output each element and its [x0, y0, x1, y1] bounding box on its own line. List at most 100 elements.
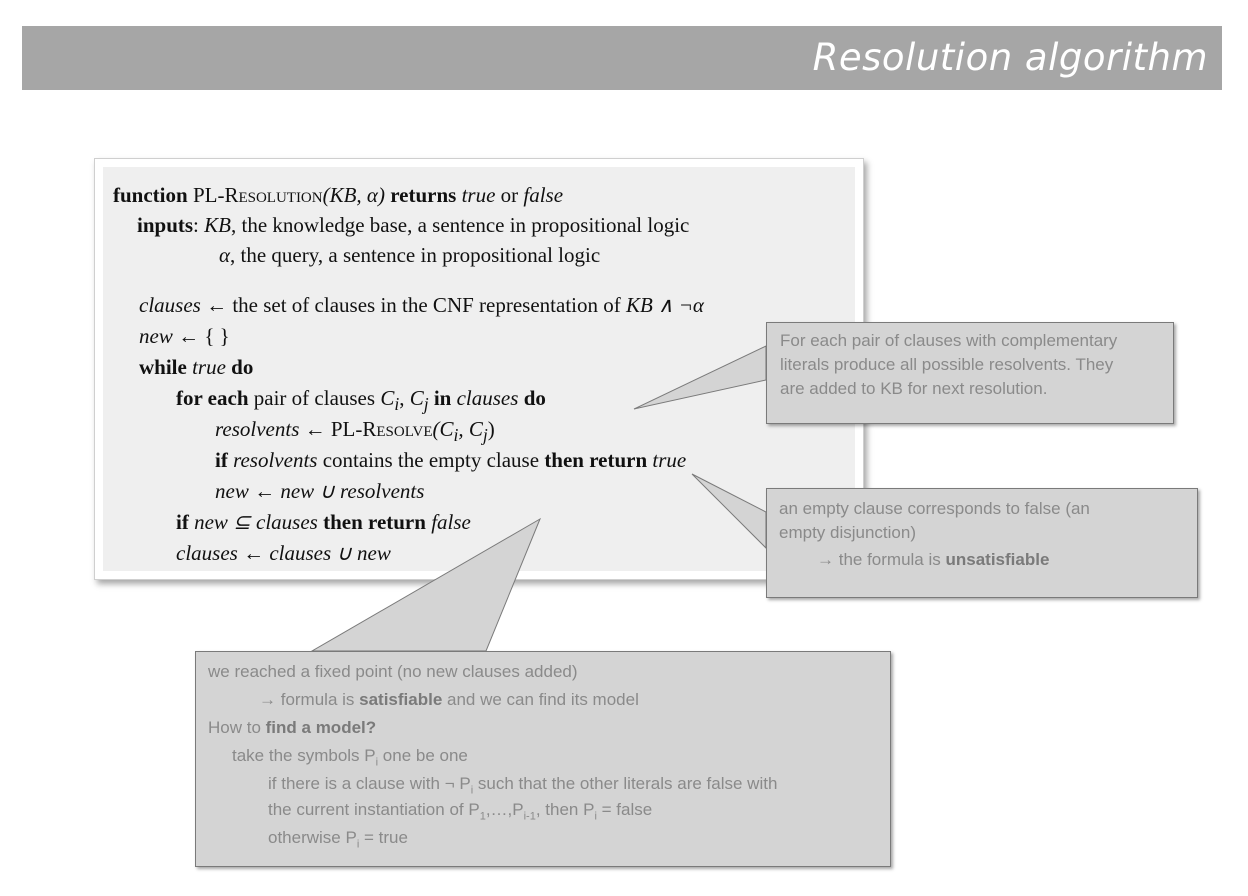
inputs-alpha-desc: , the query, a sentence in propositional…	[230, 243, 601, 267]
return-true: true	[652, 448, 687, 472]
callout-text-pre: if there is a clause with ¬ P	[268, 774, 471, 793]
callout-text: → the formula is unsatisfiable	[817, 548, 1049, 572]
callout-text-pre: How to	[208, 718, 266, 737]
inputs-kb-desc: , the knowledge base, a sentence in prop…	[230, 213, 690, 237]
keyword-then-return: then return	[323, 510, 426, 534]
pointer-resolvents	[633, 345, 767, 410]
callout-text: → formula is satisfiable and we can find…	[259, 688, 639, 712]
sub-i: i	[394, 394, 400, 415]
callout-text-post: = false	[596, 800, 653, 819]
unsatisfiable-label: unsatisfiable	[945, 550, 1050, 569]
var-new: new	[139, 324, 173, 348]
callout-resolvents: For each pair of clauses with complement…	[766, 322, 1174, 424]
algo-line-union: new ← new ∪ resolvents	[215, 479, 424, 504]
keyword-do: do	[523, 386, 546, 410]
keyword-in: in	[433, 386, 452, 410]
callout-text-pre: otherwise P	[268, 828, 357, 847]
callout-text-mid: , then P	[535, 800, 595, 819]
resolve-arg-comma: , C	[458, 417, 483, 441]
subset-expression: new ⊆ clauses	[194, 510, 318, 534]
callout-text: empty disjunction)	[779, 523, 917, 542]
var-ci: C	[380, 386, 395, 410]
algo-line-empty-check: if resolvents contains the empty clause …	[215, 448, 686, 473]
callout-text: take the symbols Pi one be one	[232, 744, 468, 774]
sub-j: j	[423, 394, 429, 415]
var-resolvents: resolvents	[233, 448, 318, 472]
keyword-for-each: for each	[176, 386, 249, 410]
foreach-text: pair of clauses	[248, 386, 381, 410]
callout-text-pre: the current instantiation of P	[268, 800, 480, 819]
callout-text: otherwise Pi = true	[268, 826, 408, 856]
cnf-expression: KB ∧ ¬α	[625, 293, 704, 317]
var-clauses: clauses	[139, 293, 201, 317]
callout-text-pre: → formula is	[259, 690, 360, 709]
clauses-init-text: ← the set of clauses in the CNF represen…	[200, 293, 626, 317]
var-clauses: clauses	[456, 386, 519, 410]
pointer-fixed-point	[310, 517, 542, 652]
callout-text: How to find a model?	[208, 716, 376, 740]
callout-text: we reached a fixed point (no new clauses…	[208, 662, 578, 681]
subscript: i-1	[523, 810, 536, 823]
keyword-do: do	[231, 355, 254, 379]
return-false: false	[523, 183, 564, 207]
callout-text-post: = true	[359, 828, 408, 847]
callout-text: For each pair of clauses with complement…	[780, 331, 1118, 350]
algo-line-resolve: resolvents ← PL-Resolve(Ci, Cj)	[215, 417, 495, 446]
callout-text: are added to KB for next resolution.	[780, 379, 1048, 398]
keyword-while: while	[139, 355, 187, 379]
resolve-arg-close: )	[487, 417, 495, 441]
callout-text: if there is a clause with ¬ Pi such that…	[268, 772, 777, 802]
var-cj: C	[409, 386, 424, 410]
callout-text-pre: → the formula is	[817, 550, 946, 569]
var-kb: KB	[204, 213, 231, 237]
return-or: or	[500, 183, 519, 207]
title-bar: Resolution algorithm	[22, 26, 1222, 90]
return-true: true	[461, 183, 496, 207]
clauses-update-expression: clauses ← clauses ∪ new	[176, 541, 391, 565]
callout-text-post: one be one	[378, 746, 468, 765]
keyword-then-return: then return	[544, 448, 648, 472]
algo-line-clauses-init: clauses ← the set of clauses in the CNF …	[139, 293, 704, 318]
new-init-text: ← { }	[172, 324, 230, 348]
callout-text-post: and we can find its model	[442, 690, 639, 709]
union-expression: new ← new ∪ resolvents	[215, 479, 425, 503]
algo-line-subset: if new ⊆ clauses then return false	[176, 510, 471, 535]
inputs-colon: :	[193, 213, 205, 237]
comma: ,	[399, 386, 410, 410]
pointer-empty-clause	[691, 473, 767, 550]
function-args: (KB, α)	[322, 183, 385, 207]
subscript: 1	[479, 810, 486, 823]
satisfiable-label: satisfiable	[359, 690, 443, 709]
callout-text: an empty clause corresponds to false (an	[779, 499, 1090, 518]
keyword-returns: returns	[390, 183, 457, 207]
algo-line-new-init: new ← { }	[139, 324, 230, 349]
keyword-inputs: inputs	[137, 213, 194, 237]
callout-text: the current instantiation of P1,…,Pi-1, …	[268, 798, 652, 828]
algo-line-alpha: α, the query, a sentence in propositiona…	[219, 243, 600, 268]
find-model-label: find a model?	[265, 718, 377, 737]
while-true: true	[192, 355, 226, 379]
algo-line-signature: function PL-Resolution(KB, α) returns tr…	[113, 183, 563, 208]
resolve-name: Resolve	[362, 417, 433, 441]
var-alpha: α	[219, 243, 231, 267]
subscript: i	[356, 838, 360, 851]
slide-title: Resolution algorithm	[812, 36, 1208, 79]
sub-j: j	[482, 425, 488, 446]
callout-text: literals produce all possible resolvents…	[780, 355, 1114, 374]
subscript: i	[375, 756, 379, 769]
keyword-if: if	[215, 448, 228, 472]
callout-text-post: such that the other literals are false w…	[473, 774, 778, 793]
return-false: false	[431, 510, 471, 534]
keyword-function: function	[113, 183, 188, 207]
resolve-assign: ← PL-	[299, 417, 363, 441]
subscript: i	[470, 784, 474, 797]
callout-empty-clause: an empty clause corresponds to false (an…	[766, 488, 1198, 598]
var-resolvents: resolvents	[215, 417, 300, 441]
function-name: PL-Resolution	[192, 183, 323, 207]
subscript: i	[594, 810, 597, 823]
keyword-if: if	[176, 510, 189, 534]
algo-line-clauses-update: clauses ← clauses ∪ new	[176, 541, 391, 566]
algo-line-inputs: inputs: KB, the knowledge base, a senten…	[137, 213, 689, 238]
empty-check-text: contains the empty clause	[317, 448, 545, 472]
